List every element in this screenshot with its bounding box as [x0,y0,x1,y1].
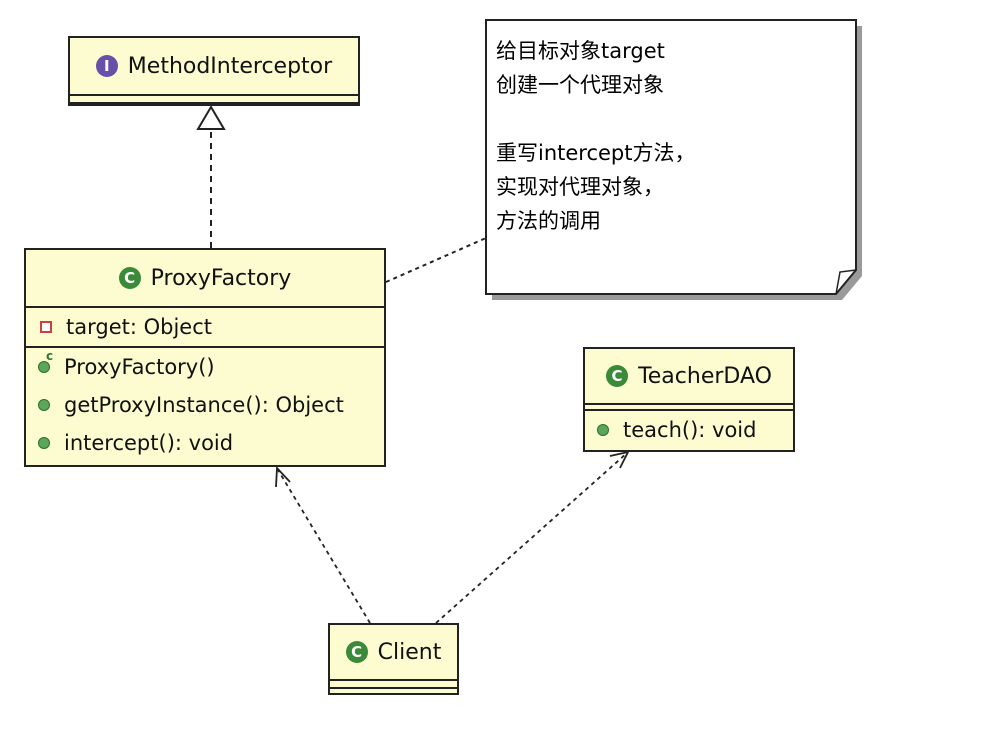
teacher-dao-header: C TeacherDAO [585,349,793,405]
field-row[interactable]: target: Object [26,308,384,346]
teacher-dao-attributes [585,405,793,411]
note-line: 创建一个代理对象 [496,73,664,97]
method-row[interactable]: intercept(): void [26,424,384,462]
client-teacherdao-dependency [435,452,628,624]
client-proxyfactory-arrowhead [275,465,291,488]
method-text: getProxyInstance(): Object [64,393,344,417]
private-field-icon [40,321,52,333]
method-interceptor-attributes [70,96,358,104]
constructor-icon: c [38,349,53,373]
method-row[interactable]: teach(): void [585,411,793,449]
note-line: 方法的调用 [496,209,601,233]
client-teacherdao-arrowhead [609,450,630,469]
field-text: target: Object [66,315,212,339]
proxy-factory-methods: c ProxyFactory() getProxyInstance(): Obj… [26,348,384,462]
note-shape [485,19,857,295]
public-method-icon [38,437,50,449]
note-line: 实现对代理对象， [496,175,664,199]
note-line: 给目标对象target [496,39,665,63]
public-method-icon [597,424,609,436]
method-text: teach(): void [623,418,757,442]
client-name: Client [377,639,442,665]
class-icon: C [345,641,368,663]
proxy-factory-header: C ProxyFactory [26,250,384,308]
method-interceptor-header: I MethodInterceptor [70,38,358,96]
note-fold [835,269,857,295]
teacher-dao-name: TeacherDAO [638,363,772,389]
method-row[interactable]: c ProxyFactory() [26,348,384,386]
method-text: ProxyFactory() [64,355,215,379]
proxy-factory-name: ProxyFactory [150,265,292,291]
client-class[interactable]: C Client [328,623,459,695]
note-line: 重写intercept方法， [496,141,696,165]
client-header: C Client [330,625,457,681]
method-row[interactable]: getProxyInstance(): Object [26,386,384,424]
client-attributes [330,681,457,689]
teacher-dao-class[interactable]: C TeacherDAO teach(): void [583,347,795,452]
method-interceptor-name: MethodInterceptor [127,53,333,79]
interface-icon: I [95,55,118,77]
public-method-icon [38,399,50,411]
proxy-factory-class[interactable]: C ProxyFactory target: Object c ProxyFac… [24,248,386,467]
method-text: intercept(): void [64,431,234,455]
class-icon: C [606,365,629,387]
constructor-mark: c [46,349,54,363]
proxy-factory-fields: target: Object [26,308,384,348]
class-icon: C [118,267,141,289]
note-line [496,102,856,136]
client-proxyfactory-dependency [277,469,371,624]
realization-arrowhead [196,105,226,130]
method-interceptor-interface[interactable]: I MethodInterceptor [68,36,360,106]
note-anchor-line [385,237,487,283]
uml-note[interactable]: 给目标对象target 创建一个代理对象 重写intercept方法， 实现对代… [486,20,856,296]
